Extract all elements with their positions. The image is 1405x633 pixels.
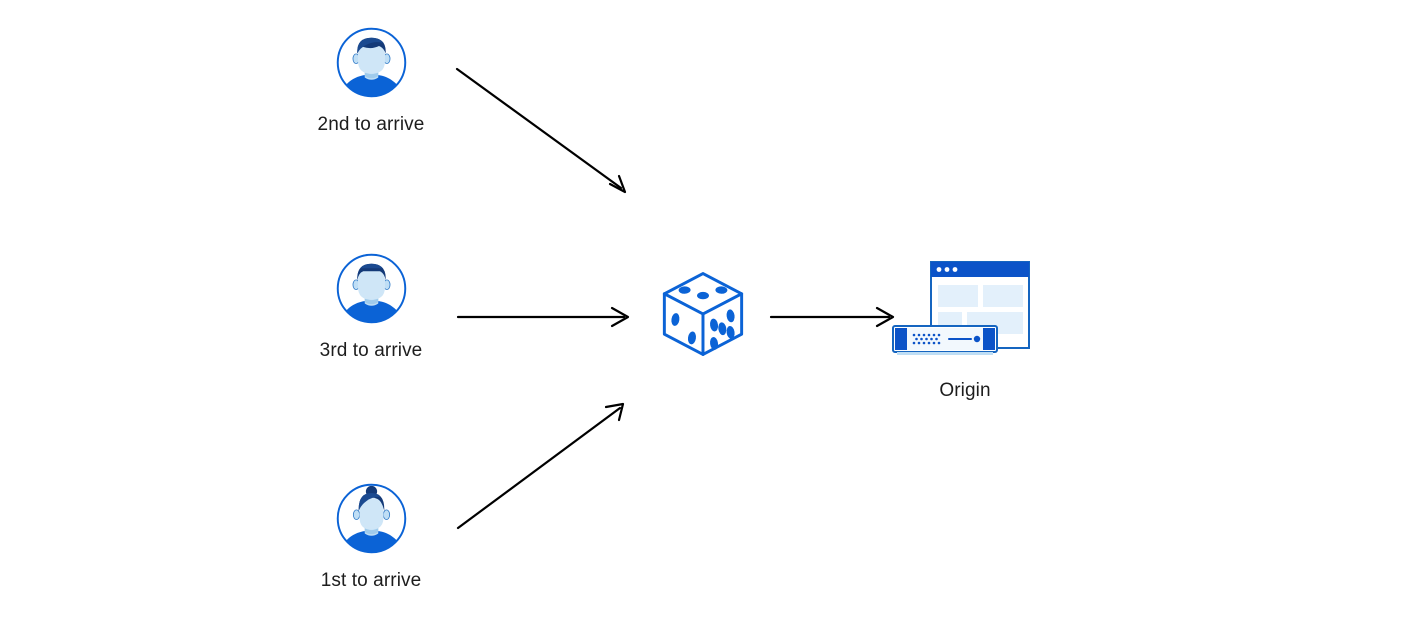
user-avatar-icon (334, 25, 409, 100)
client-node-2nd-label: 2nd to arrive (317, 114, 425, 135)
arrow-dice-to-origin (769, 306, 895, 328)
arrow-3rd-to-dice (456, 306, 630, 328)
user-avatar-icon (334, 251, 409, 326)
randomizer-dice-node[interactable] (657, 268, 749, 360)
arrow-1st-to-dice (456, 402, 625, 530)
origin-server-icon (885, 258, 1045, 366)
client-node-1st-to-arrive[interactable]: 1st to arrive (291, 481, 451, 592)
dice-icon (657, 272, 749, 364)
origin-node[interactable]: Origin (885, 258, 1045, 402)
origin-node-label: Origin (939, 380, 991, 401)
user-avatar-icon (334, 481, 409, 556)
client-node-1st-label: 1st to arrive (320, 570, 422, 591)
client-node-2nd-to-arrive[interactable]: 2nd to arrive (291, 25, 451, 136)
client-node-3rd-label: 3rd to arrive (319, 340, 423, 361)
client-node-3rd-to-arrive[interactable]: 3rd to arrive (291, 251, 451, 362)
server-device-graphic (892, 325, 998, 355)
arrow-2nd-to-dice (455, 67, 627, 194)
